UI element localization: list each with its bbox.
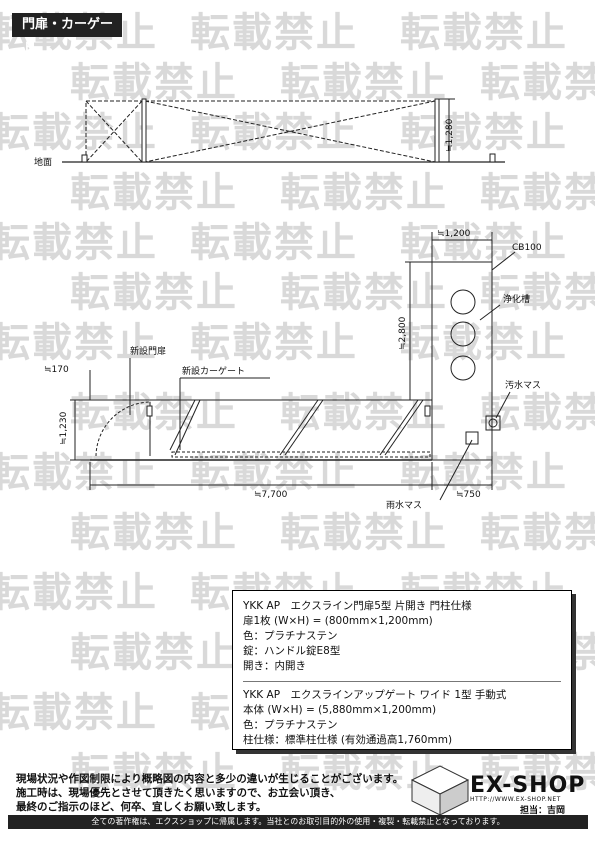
gate-spec-line: 開き：内開き xyxy=(243,660,306,672)
cargate-spec: YKK AP エクスラインアップゲート ワイド 1型 手動式 本体 (W×H) … xyxy=(243,688,561,748)
site-notice: 現場状況や作図制限により概略図の内容と多少の違いが生じることがございます。 施工… xyxy=(16,772,406,814)
notice-line: 最終のご指示のほど、何卒、宜しくお願い致します。 xyxy=(16,801,267,813)
logo-url: HTTP://WWW.EX-SHOP.NET xyxy=(470,796,561,803)
gate-spec: YKK AP エクスライン門扉5型 片開き 門柱仕様 扉1枚 (W×H) = (… xyxy=(243,599,561,674)
rain-label: 雨水マス xyxy=(386,499,422,511)
sewage-box xyxy=(485,415,501,431)
notice-line: 現場状況や作図制限により概略図の内容と多少の違いが生じることがございます。 xyxy=(16,773,404,785)
gate-swing-arc xyxy=(95,401,151,457)
right-width-label: ≒750 xyxy=(456,490,481,500)
new-gate-label: 新設門扉 xyxy=(130,345,166,357)
septic-circle-1 xyxy=(450,289,476,315)
total-width-label: ≒7,700 xyxy=(254,490,288,500)
sewage-label: 汚水マス xyxy=(505,379,541,391)
staff-label: 担当：吉岡 xyxy=(520,806,566,816)
gate-spec-line: 色：プラチナステン xyxy=(243,630,338,642)
cargate-plan xyxy=(171,451,431,458)
spec-box: YKK AP エクスライン門扉5型 片開き 門柱仕様 扉1枚 (W×H) = (… xyxy=(232,590,572,750)
septic-label: 浄化槽 xyxy=(503,293,530,305)
logo-name: EX-SHOP xyxy=(470,773,586,798)
ground-label: 地面 xyxy=(34,156,52,168)
cargate-spec-line: 色：プラチナステン xyxy=(243,719,338,731)
ex-shop-logo-icon xyxy=(410,765,470,816)
rain-box xyxy=(465,431,479,445)
cargate-spec-line: 本体 (W×H) = (5,880mm×1,200mm) xyxy=(243,704,437,716)
septic-circle-2 xyxy=(450,321,476,347)
plan-height-label: ≒2,800 xyxy=(398,316,408,350)
new-cargate-label: 新設カーゲート xyxy=(182,365,245,377)
cb-wall xyxy=(431,261,493,461)
spec-divider xyxy=(243,681,561,682)
gate-spec-line: YKK AP エクスライン門扉5型 片開き 門柱仕様 xyxy=(243,600,472,612)
cargate-spec-line: YKK AP エクスラインアップゲート ワイド 1型 手動式 xyxy=(243,689,507,701)
gate-spec-line: 錠：ハンドル錠E8型 xyxy=(243,645,341,657)
section-title: 門扉・カーゲート xyxy=(12,13,122,56)
plan-top-width-label: ≒1,200 xyxy=(437,229,471,239)
septic-circle-3 xyxy=(450,355,476,381)
cb-label: CB100 xyxy=(512,243,542,253)
copyright-footer: 全ての著作権は、エクスショップに帰属します。当社とのお取引目的外の使用・複製・転… xyxy=(8,815,588,829)
cargate-spec-line: 柱仕様：標準柱仕様 (有効通過高1,760mm) xyxy=(243,734,453,746)
offset-label: ≒170 xyxy=(44,365,69,375)
gate-spec-line: 扉1枚 (W×H) = (800mm×1,200mm) xyxy=(243,615,433,627)
elevation-height-label: ≒1,280 xyxy=(445,118,455,152)
notice-line: 施工時は、現場優先とさせて頂きたく思いますので、お立会い頂き、 xyxy=(16,787,341,799)
depth-label: ≒1,230 xyxy=(59,411,69,445)
